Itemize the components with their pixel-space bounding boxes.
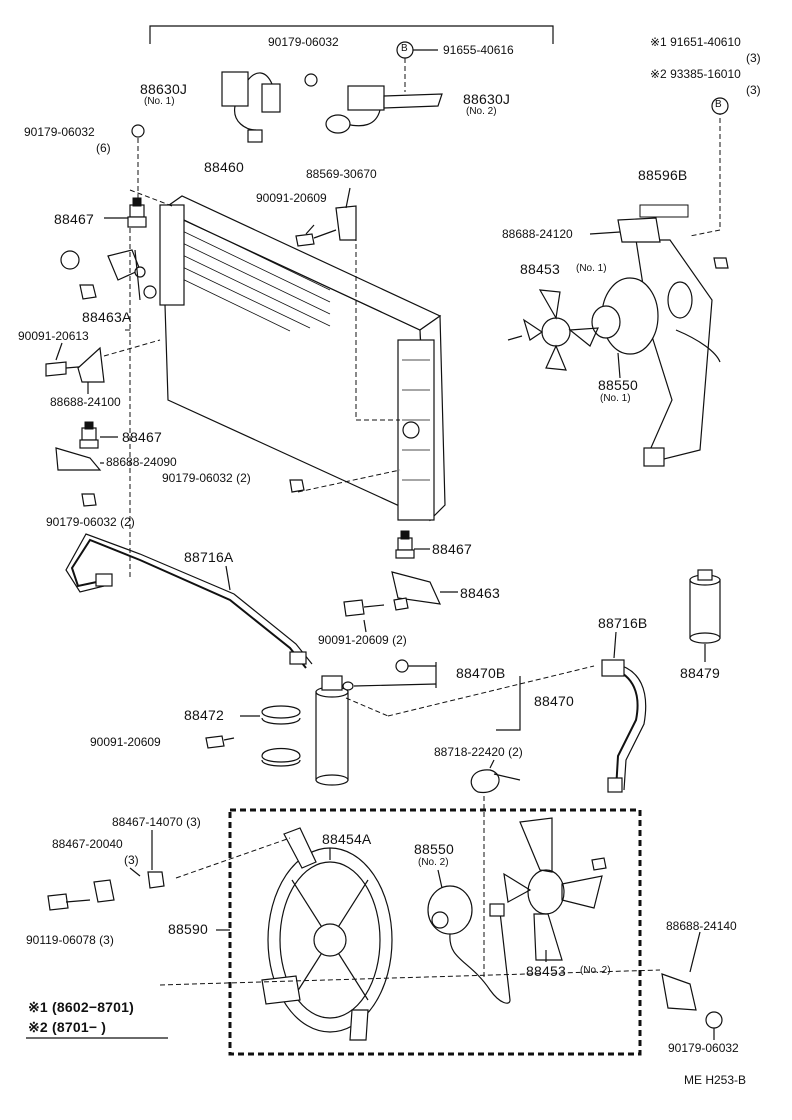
part-label: 88463A	[82, 309, 132, 325]
part-label: 88688-24090	[106, 455, 177, 469]
part-label: 90179-06032	[268, 35, 339, 49]
part-sub: (No. 2)	[580, 965, 611, 976]
part-sub: (No. 2)	[466, 106, 497, 117]
part-label: 90179-06032	[668, 1041, 739, 1055]
part-label: 88688-24140	[666, 919, 737, 933]
part-label: 88467-14070 (3)	[112, 815, 201, 829]
clamp-88472	[261, 705, 301, 767]
part-label: 88716B	[598, 615, 648, 631]
switch-88467-a	[127, 197, 147, 228]
cylinder-88479	[689, 569, 721, 644]
part-label: 88463	[460, 585, 500, 601]
pipe-88716a	[65, 533, 313, 669]
part-label: 90119-06078 (3)	[26, 933, 114, 947]
part-label: 90179-06032 (2)	[46, 515, 135, 529]
part-label: 88453	[520, 261, 560, 277]
motor-88550-no2	[427, 885, 511, 1004]
part-label: 88470B	[456, 665, 506, 681]
part-label: 88596B	[638, 167, 688, 183]
part-label: 88467	[122, 429, 162, 445]
part-label: 88460	[204, 159, 244, 175]
part-label: 88550	[414, 841, 454, 857]
part-label: 88630J	[140, 81, 188, 97]
part-sub: (No. 1)	[576, 263, 607, 274]
switch-88467-b	[79, 421, 99, 449]
part-qty: (3)	[746, 83, 761, 97]
part-label: 88467	[54, 211, 94, 227]
part-label: 88718-22420 (2)	[434, 745, 523, 759]
part-label: 88467-20040	[52, 837, 123, 851]
part-label: 88470	[534, 693, 574, 709]
part-label: ※2 93385-16010	[650, 67, 741, 81]
part-label: 88550	[598, 377, 638, 393]
part-sub: (No. 1)	[600, 393, 631, 404]
switch-88467-c	[395, 530, 415, 559]
condenser-88460	[143, 195, 446, 522]
part-label: 90091-20609 (2)	[318, 633, 407, 647]
diagram-code: ME H253-B	[684, 1073, 747, 1087]
part-label: ※1 91651-40610	[650, 35, 741, 49]
part-label: 88688-24100	[50, 395, 121, 409]
fan-shroud-88454a	[261, 827, 393, 1041]
part-label: 88453	[526, 963, 566, 979]
legend-1: ※1 (8602−8701)	[28, 999, 134, 1015]
fan-assembly-no1	[522, 239, 721, 467]
part-qty: (6)	[96, 141, 111, 155]
part-label: 88467	[432, 541, 472, 557]
fan-blade-88453-no2	[503, 817, 603, 961]
b-mark-label: B	[715, 99, 722, 110]
pipe-88716b	[601, 659, 647, 793]
part-sub: (No. 1)	[144, 96, 175, 107]
part-label: 90179-06032 (2)	[162, 471, 251, 485]
part-label: 90091-20613	[18, 329, 89, 343]
part-label: 88454A	[322, 831, 372, 847]
sensor-88630j-no2	[325, 85, 443, 134]
part-qty: (3)	[124, 853, 139, 867]
part-label: 88688-24120	[502, 227, 573, 241]
part-label: 90091-20609	[90, 735, 161, 749]
part-sub: (No. 2)	[418, 857, 449, 868]
part-label: 88569-30670	[306, 167, 377, 181]
sensor-88630j-no1	[221, 71, 281, 143]
receiver-dryer-88470	[315, 675, 349, 786]
part-label: 88716A	[184, 549, 234, 565]
part-qty: (3)	[746, 51, 761, 65]
part-label: 88630J	[463, 91, 511, 107]
part-label: 88590	[168, 921, 208, 937]
part-label: 90179-06032	[24, 125, 95, 139]
part-label: 88479	[680, 665, 720, 681]
part-label: 90091-20609	[256, 191, 327, 205]
legend-2: ※2 (8701− )	[28, 1019, 107, 1035]
part-label: 91655-40616	[443, 43, 514, 57]
part-label: 88472	[184, 707, 224, 723]
b-mark-label: B	[401, 43, 408, 54]
